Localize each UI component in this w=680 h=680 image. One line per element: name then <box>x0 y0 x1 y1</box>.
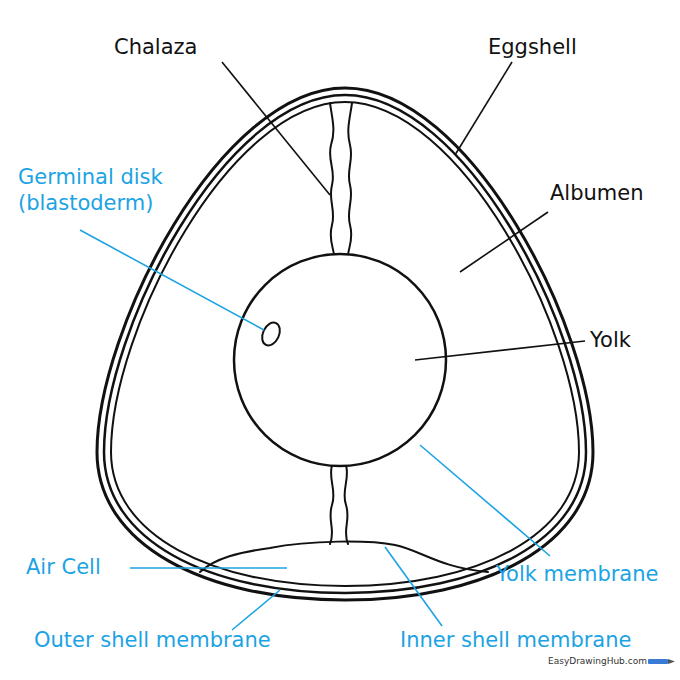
leader-line <box>232 590 280 630</box>
chalaza-strand <box>330 465 334 544</box>
leader-line <box>222 62 330 195</box>
yolk-circle <box>234 254 446 466</box>
part-label: Germinal disk (blastoderm) <box>18 164 193 216</box>
leader-line <box>420 445 550 556</box>
part-label: Yolk <box>590 327 670 353</box>
chalaza-strand <box>344 465 348 544</box>
part-label: Yolk membrane <box>496 561 680 587</box>
leader-line <box>455 62 512 155</box>
part-label: Inner shell membrane <box>400 627 670 653</box>
outer-shell-membrane-outline <box>104 95 586 593</box>
germinal-disk <box>259 320 284 349</box>
watermark-pencil <box>648 659 675 664</box>
leader-line <box>415 341 585 360</box>
eggshell-outline <box>97 88 593 600</box>
part-label: Eggshell <box>488 34 628 60</box>
leader-line <box>80 230 264 330</box>
leader-line <box>385 547 442 626</box>
leader-line <box>130 567 287 569</box>
part-label: Outer shell membrane <box>34 627 304 653</box>
inner-shell-membrane-outline <box>111 102 579 586</box>
chalaza-strand <box>330 103 334 256</box>
part-label: Albumen <box>550 180 670 206</box>
leader-line <box>460 212 548 272</box>
part-label: Chalaza <box>114 34 254 60</box>
chalaza-strand <box>348 103 352 256</box>
watermark: EasyDrawingHub.com <box>548 655 648 667</box>
part-label: Air Cell <box>26 554 136 580</box>
